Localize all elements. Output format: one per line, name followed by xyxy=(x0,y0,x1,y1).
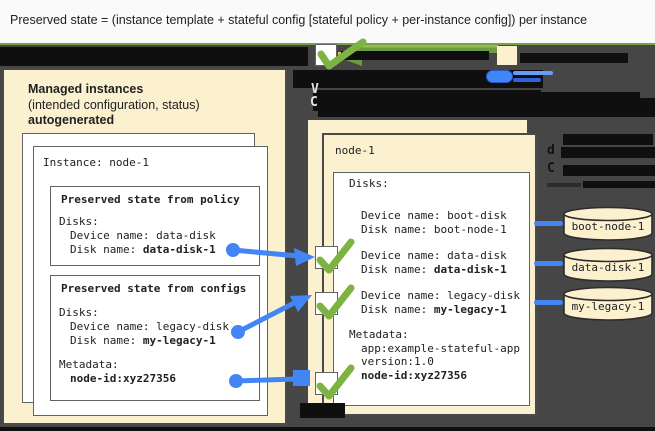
checkbox-node-id xyxy=(315,372,338,395)
disk-name-value: data-disk-1 xyxy=(433,263,507,276)
disk-name-line: Disk name: data-disk-1 xyxy=(70,243,216,256)
vm-config-box: Disks: Device name: boot-disk Disk name:… xyxy=(333,172,530,406)
disks-label: Disks: xyxy=(349,177,389,190)
redaction-bar xyxy=(313,90,541,98)
disk-name-prefix: Disk name: xyxy=(361,303,434,316)
redaction-bar xyxy=(318,110,655,117)
vm-title: node-1 xyxy=(335,144,375,157)
legacy-disk-line: Disk name: my-legacy-1 xyxy=(361,303,507,316)
redaction-bar xyxy=(563,134,653,145)
cylinder-icon xyxy=(563,247,653,282)
metadata-app: app:example-stateful-app xyxy=(361,342,520,355)
redaction-bar xyxy=(300,403,345,418)
disk-cylinder-legacy: my-legacy-1 xyxy=(562,286,654,322)
redaction-bar xyxy=(313,98,655,111)
metadata-version: version:1.0 xyxy=(361,355,434,368)
blue-pill xyxy=(486,70,513,83)
boot-device-line: Device name: boot-disk xyxy=(361,209,507,222)
disk-connector xyxy=(534,261,563,266)
disk-connector xyxy=(534,221,563,226)
configs-box-title: Preserved state from configs xyxy=(61,282,247,295)
redaction-bar xyxy=(520,53,628,63)
disk-label: boot-node-1 xyxy=(571,220,645,233)
redaction-bar xyxy=(583,181,655,188)
disks-label: Disks: xyxy=(59,215,99,228)
disk-label: data-disk-1 xyxy=(571,261,645,274)
caption-line-3: autogenerated xyxy=(28,113,115,127)
configs-box: Preserved state from configs Disks: Devi… xyxy=(50,275,260,401)
instance-title: Instance: node-1 xyxy=(43,156,149,169)
disk-name-value: my-legacy-1 xyxy=(433,303,507,316)
text-remnant: C xyxy=(310,95,318,110)
device-name-line: Device name: data-disk xyxy=(70,229,216,242)
disk-name-line: Disk name: my-legacy-1 xyxy=(70,334,216,347)
disks-label: Disks: xyxy=(59,306,99,319)
redaction-dash xyxy=(547,183,581,187)
policy-box: Preserved state from policy Disks: Devic… xyxy=(50,186,260,266)
redaction-bar xyxy=(341,51,489,60)
metadata-value: node-id:xyz27356 xyxy=(70,372,176,385)
disk-connector xyxy=(534,300,563,305)
disk-name-prefix: Disk name: xyxy=(70,243,143,256)
redaction-bar xyxy=(293,70,543,88)
checkbox-legacy-disk xyxy=(315,292,338,315)
disk-cylinder-data: data-disk-1 xyxy=(562,247,654,283)
disk-name-prefix: Disk name: xyxy=(361,263,434,276)
instance-card: Instance: node-1 Preserved state from po… xyxy=(33,146,268,416)
metadata-nodeid: node-id:xyz27356 xyxy=(361,369,467,382)
blue-dash xyxy=(513,71,553,75)
caption-line-1: Managed instances xyxy=(28,82,144,96)
redaction-bar xyxy=(0,47,308,66)
checkbox-top xyxy=(315,44,337,66)
boot-disk-line: Disk name: boot-node-1 xyxy=(361,223,507,236)
redaction-bar xyxy=(561,147,655,158)
redaction-bar xyxy=(0,427,655,431)
cylinder-icon xyxy=(563,206,653,241)
policy-box-title: Preserved state from policy xyxy=(61,193,240,206)
text-remnant: d xyxy=(547,143,555,158)
caption-line-2: (intended configuration, status) xyxy=(28,97,200,112)
text-remnant: V xyxy=(311,82,319,97)
text-remnant: C xyxy=(547,161,555,176)
preserved-state-formula: Preserved state = (instance template + s… xyxy=(10,13,588,27)
disk-cylinder-boot: boot-node-1 xyxy=(562,206,654,242)
disk-name-prefix: Disk name: xyxy=(70,334,143,347)
header-band: Preserved state = (instance template + s… xyxy=(0,0,655,43)
metadata-label: Metadata: xyxy=(59,358,119,371)
data-disk-line: Disk name: data-disk-1 xyxy=(361,263,507,276)
checkbox-data-disk xyxy=(315,246,338,269)
vm-panel: node-1 Disks: Device name: boot-disk Dis… xyxy=(322,133,537,416)
disk-name-value: data-disk-1 xyxy=(142,243,216,256)
beige-boxlet xyxy=(497,46,517,65)
redaction-bar xyxy=(563,165,655,176)
metadata-label: Metadata: xyxy=(349,328,409,341)
legacy-device-line: Device name: legacy-disk xyxy=(361,289,520,302)
disk-name-value: my-legacy-1 xyxy=(142,334,216,347)
redaction-bar xyxy=(541,92,640,98)
blue-dash xyxy=(513,78,541,82)
data-device-line: Device name: data-disk xyxy=(361,249,507,262)
managed-instances-panel: Managed instances (intended configuratio… xyxy=(2,68,287,425)
device-name-line: Device name: legacy-disk xyxy=(70,320,229,333)
disk-label: my-legacy-1 xyxy=(571,300,645,313)
panel-caption: Managed instances (intended configuratio… xyxy=(28,82,200,129)
cylinder-icon xyxy=(563,286,653,321)
